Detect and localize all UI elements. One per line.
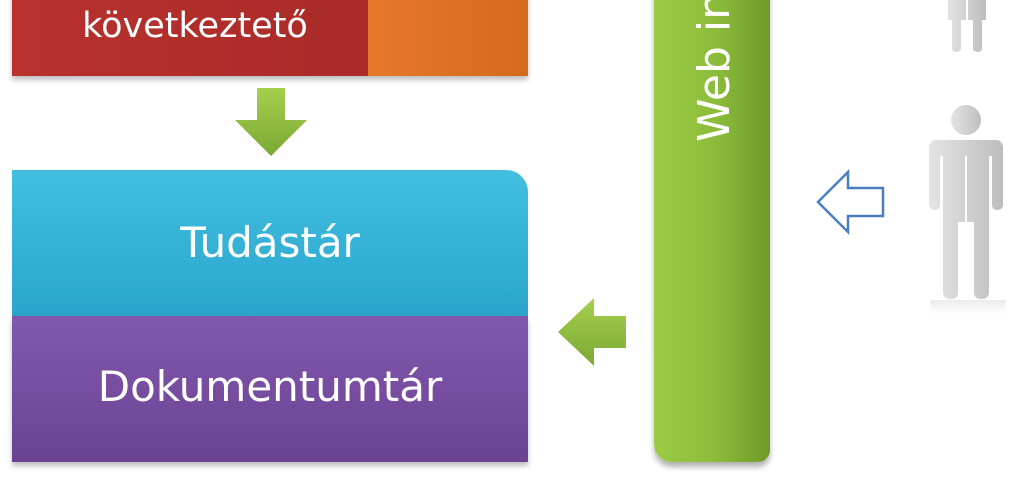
knowledge-box bbox=[12, 170, 528, 320]
web-interface-bar bbox=[654, 0, 770, 462]
person-icon bbox=[929, 105, 1003, 299]
inference-box bbox=[12, 0, 528, 76]
arrow-down-icon bbox=[235, 88, 307, 156]
documents-box-label: Dokumentumtár bbox=[97, 362, 443, 411]
arrow-left-icon bbox=[558, 298, 626, 366]
documents-box bbox=[12, 316, 528, 462]
person-reflection bbox=[930, 300, 1006, 314]
person-icon bbox=[948, 0, 986, 52]
inference-box-label: következtető bbox=[82, 6, 308, 46]
knowledge-box-label: Tudástár bbox=[180, 218, 360, 267]
arrow-left-outline-icon bbox=[816, 168, 885, 236]
web-interface-label: Web in bbox=[689, 0, 740, 142]
